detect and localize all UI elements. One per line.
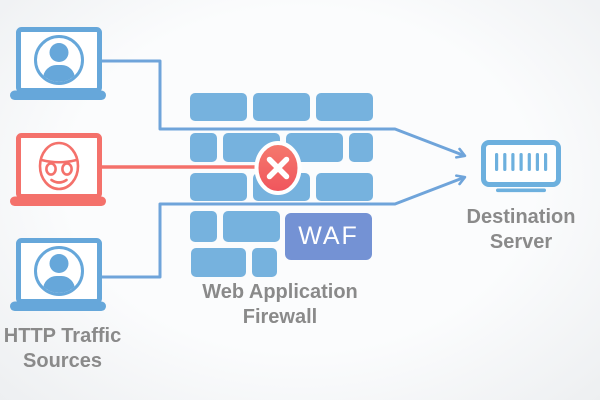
brick xyxy=(252,248,277,277)
source-laptop-user-bottom xyxy=(10,238,106,311)
source-laptop-user-top xyxy=(10,27,106,100)
brick xyxy=(253,93,310,121)
brick xyxy=(316,93,373,121)
http-traffic-sources-label: HTTP Traffic Sources xyxy=(3,325,122,372)
brick xyxy=(190,133,217,162)
firewall-brick-wall: WAF xyxy=(190,93,373,277)
brick xyxy=(190,93,247,121)
waf-badge-label: WAF xyxy=(298,222,359,250)
waf-badge: WAF xyxy=(285,213,372,260)
brick xyxy=(190,173,247,201)
brick xyxy=(316,173,373,201)
allowed-traffic-line-bottom xyxy=(97,174,467,279)
allowed-traffic-line-top xyxy=(97,59,467,159)
blocked-x-icon xyxy=(254,141,302,195)
brick xyxy=(223,211,280,242)
brick xyxy=(349,133,373,162)
destination-server-icon xyxy=(481,140,561,193)
brick xyxy=(190,211,217,242)
destination-server-label: Destination Server xyxy=(466,206,576,253)
source-laptop-hacker xyxy=(10,133,106,206)
user-avatar-icon xyxy=(34,35,84,85)
web-application-firewall-label: Web Application Firewall xyxy=(202,281,358,328)
user-avatar-icon xyxy=(34,246,84,296)
hacker-face-icon xyxy=(38,141,80,191)
brick xyxy=(191,248,246,277)
